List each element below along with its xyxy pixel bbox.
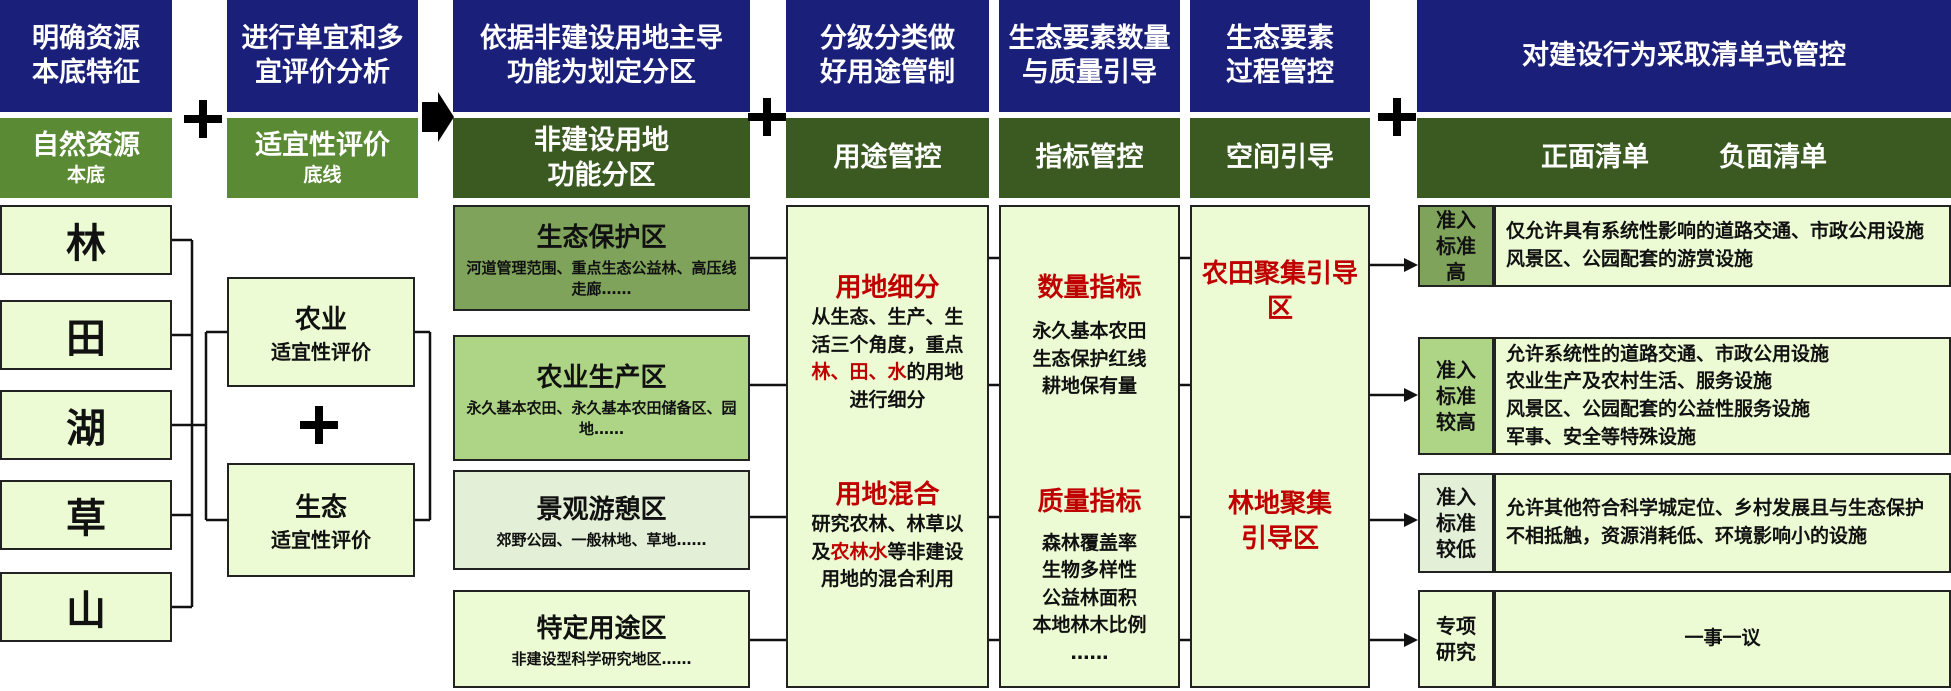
indicator-panel: 数量指标 永久基本农田 生态保护红线 耕地保有量 质量指标 森林覆盖率 生物多样… (999, 205, 1180, 688)
subheader-indicator-title: 指标管控 (1035, 142, 1144, 174)
list-tag-mid-low: 准入 标准 较低 (1418, 473, 1494, 573)
eco-subtitle: 适宜性评价 (271, 528, 371, 552)
spatial-guidance-panel: 农田聚集引导区 林地聚集引导区 (1190, 205, 1370, 688)
subheader-zoning-title: 非建设用地 功能分区 (534, 124, 669, 191)
subheader-use-control: 用途管控 (786, 118, 989, 198)
zone-ecological-protection: 生态保护区 河道管理范围、重点生态公益林、高压线走廊…… (453, 205, 750, 311)
zone-desc: 河道管理范围、重点生态公益林、高压线走廊…… (466, 259, 737, 298)
forest-cluster-zone: 林地聚集引导区 (1227, 489, 1332, 555)
list-tag-special: 专项 研究 (1418, 590, 1494, 688)
quality-indicator-title: 质量指标 (1037, 486, 1142, 517)
land-subdivision-text: 从生态、生产、生活三个角度，重点林、田、水的用地进行细分 (811, 306, 964, 411)
header-zoning: 依据非建设用地主导 功能为划定分区 (453, 0, 750, 112)
farmland-cluster-zone: 农田聚集引导区 (1202, 259, 1359, 325)
list-tag-mid-high: 准入 标准 较高 (1418, 337, 1494, 455)
subheader-indicator-control: 指标管控 (999, 118, 1180, 198)
list-content-high: 仅允许具有系统性影响的道路交通、市政公用设施 风景区、公园配套的游赏设施 (1494, 205, 1951, 287)
zone-name: 景观游憩区 (536, 495, 667, 526)
subheader-suitability: 适宜性评价 底线 (227, 118, 418, 198)
resource-grassland: 草 (0, 480, 172, 550)
resource-forest: 林 (0, 205, 172, 275)
resource-farmland: 田 (0, 300, 172, 370)
plus-icon (300, 406, 338, 444)
plus-icon (748, 98, 786, 136)
eco-title: 生态 (294, 493, 347, 523)
subheader-natural-resources: 自然资源 本底 (0, 118, 172, 198)
quality-indicator-list: 森林覆盖率 生物多样性 公益林面积 本地林木比例 …… (1032, 531, 1147, 664)
subheader-zoning: 非建设用地 功能分区 (453, 118, 750, 198)
land-mix-text: 研究农林、林草以及农林水等非建设用地的混合利用 (811, 513, 964, 591)
header-resource-baseline: 明确资源 本底特征 (0, 0, 172, 112)
subheader-negative-list: 负面清单 (1719, 142, 1827, 174)
list-content-special: 一事一议 (1494, 590, 1951, 688)
arrow-right-icon (422, 92, 454, 142)
header-process-control: 生态要素 过程管控 (1190, 0, 1370, 112)
header-suitability-analysis: 进行单宜和多 宜评价分析 (227, 0, 418, 112)
subheader-use-control-title: 用途管控 (833, 142, 942, 174)
resource-mountain: 山 (0, 572, 172, 642)
zone-landscape-recreation: 景观游憩区 郊野公园、一般林地、草地…… (453, 470, 750, 570)
agri-suitability-box: 农业 适宜性评价 (227, 277, 415, 387)
subheader-suitability-title: 适宜性评价 (255, 130, 390, 162)
subheader-natural-resources-note: 本底 (66, 164, 105, 187)
subheader-suitability-note: 底线 (303, 164, 342, 187)
use-control-panel: 用地细分 从生态、生产、生活三个角度，重点林、田、水的用地进行细分 用地混合 研… (786, 205, 989, 688)
land-mix-title: 用地混合 (835, 480, 940, 511)
subheader-lists: 正面清单 负面清单 (1417, 118, 1951, 198)
subheader-natural-resources-title: 自然资源 (32, 130, 140, 162)
zone-name: 特定用途区 (536, 614, 667, 645)
zone-agricultural-production: 农业生产区 永久基本农田、永久基本农田储备区、园地…… (453, 335, 750, 461)
zone-desc: 永久基本农田、永久基本农田储备区、园地…… (466, 399, 737, 438)
list-content-mid-high: 允许系统性的道路交通、市政公用设施 农业生产及农村生活、服务设施 风景区、公园配… (1494, 337, 1951, 455)
zone-desc: 郊野公园、一般林地、草地…… (496, 531, 707, 550)
land-subdivision-title: 用地细分 (835, 273, 940, 303)
subheader-spatial-guidance: 空间引导 (1190, 118, 1370, 198)
list-content-mid-low: 允许其他符合科学城定位、乡村发展且与生态保护不相抵触，资源消耗低、环境影响小的设… (1494, 473, 1951, 573)
plus-icon (1378, 98, 1416, 136)
zone-special-use: 特定用途区 非建设型科学研究地区…… (453, 590, 750, 688)
agri-title: 农业 (294, 305, 347, 335)
list-tag-high: 准入 标准 高 (1418, 205, 1494, 287)
eco-suitability-box: 生态 适宜性评价 (227, 463, 415, 577)
zone-name: 农业生产区 (536, 363, 667, 394)
header-element-guidance: 生态要素数量 与质量引导 (999, 0, 1180, 112)
subheader-spatial-title: 空间引导 (1226, 142, 1334, 174)
quantity-indicator-list: 永久基本农田 生态保护红线 耕地保有量 (1032, 320, 1147, 398)
zone-desc: 非建设型科学研究地区…… (511, 650, 692, 669)
header-list-control: 对建设行为采取清单式管控 (1417, 0, 1951, 112)
resource-lake: 湖 (0, 390, 172, 460)
plus-icon (184, 100, 222, 138)
agri-subtitle: 适宜性评价 (271, 340, 371, 364)
subheader-positive-list: 正面清单 (1541, 142, 1649, 174)
header-use-control: 分级分类做 好用途管制 (786, 0, 989, 112)
zone-name: 生态保护区 (536, 223, 667, 254)
quantity-indicator-title: 数量指标 (1037, 273, 1142, 303)
